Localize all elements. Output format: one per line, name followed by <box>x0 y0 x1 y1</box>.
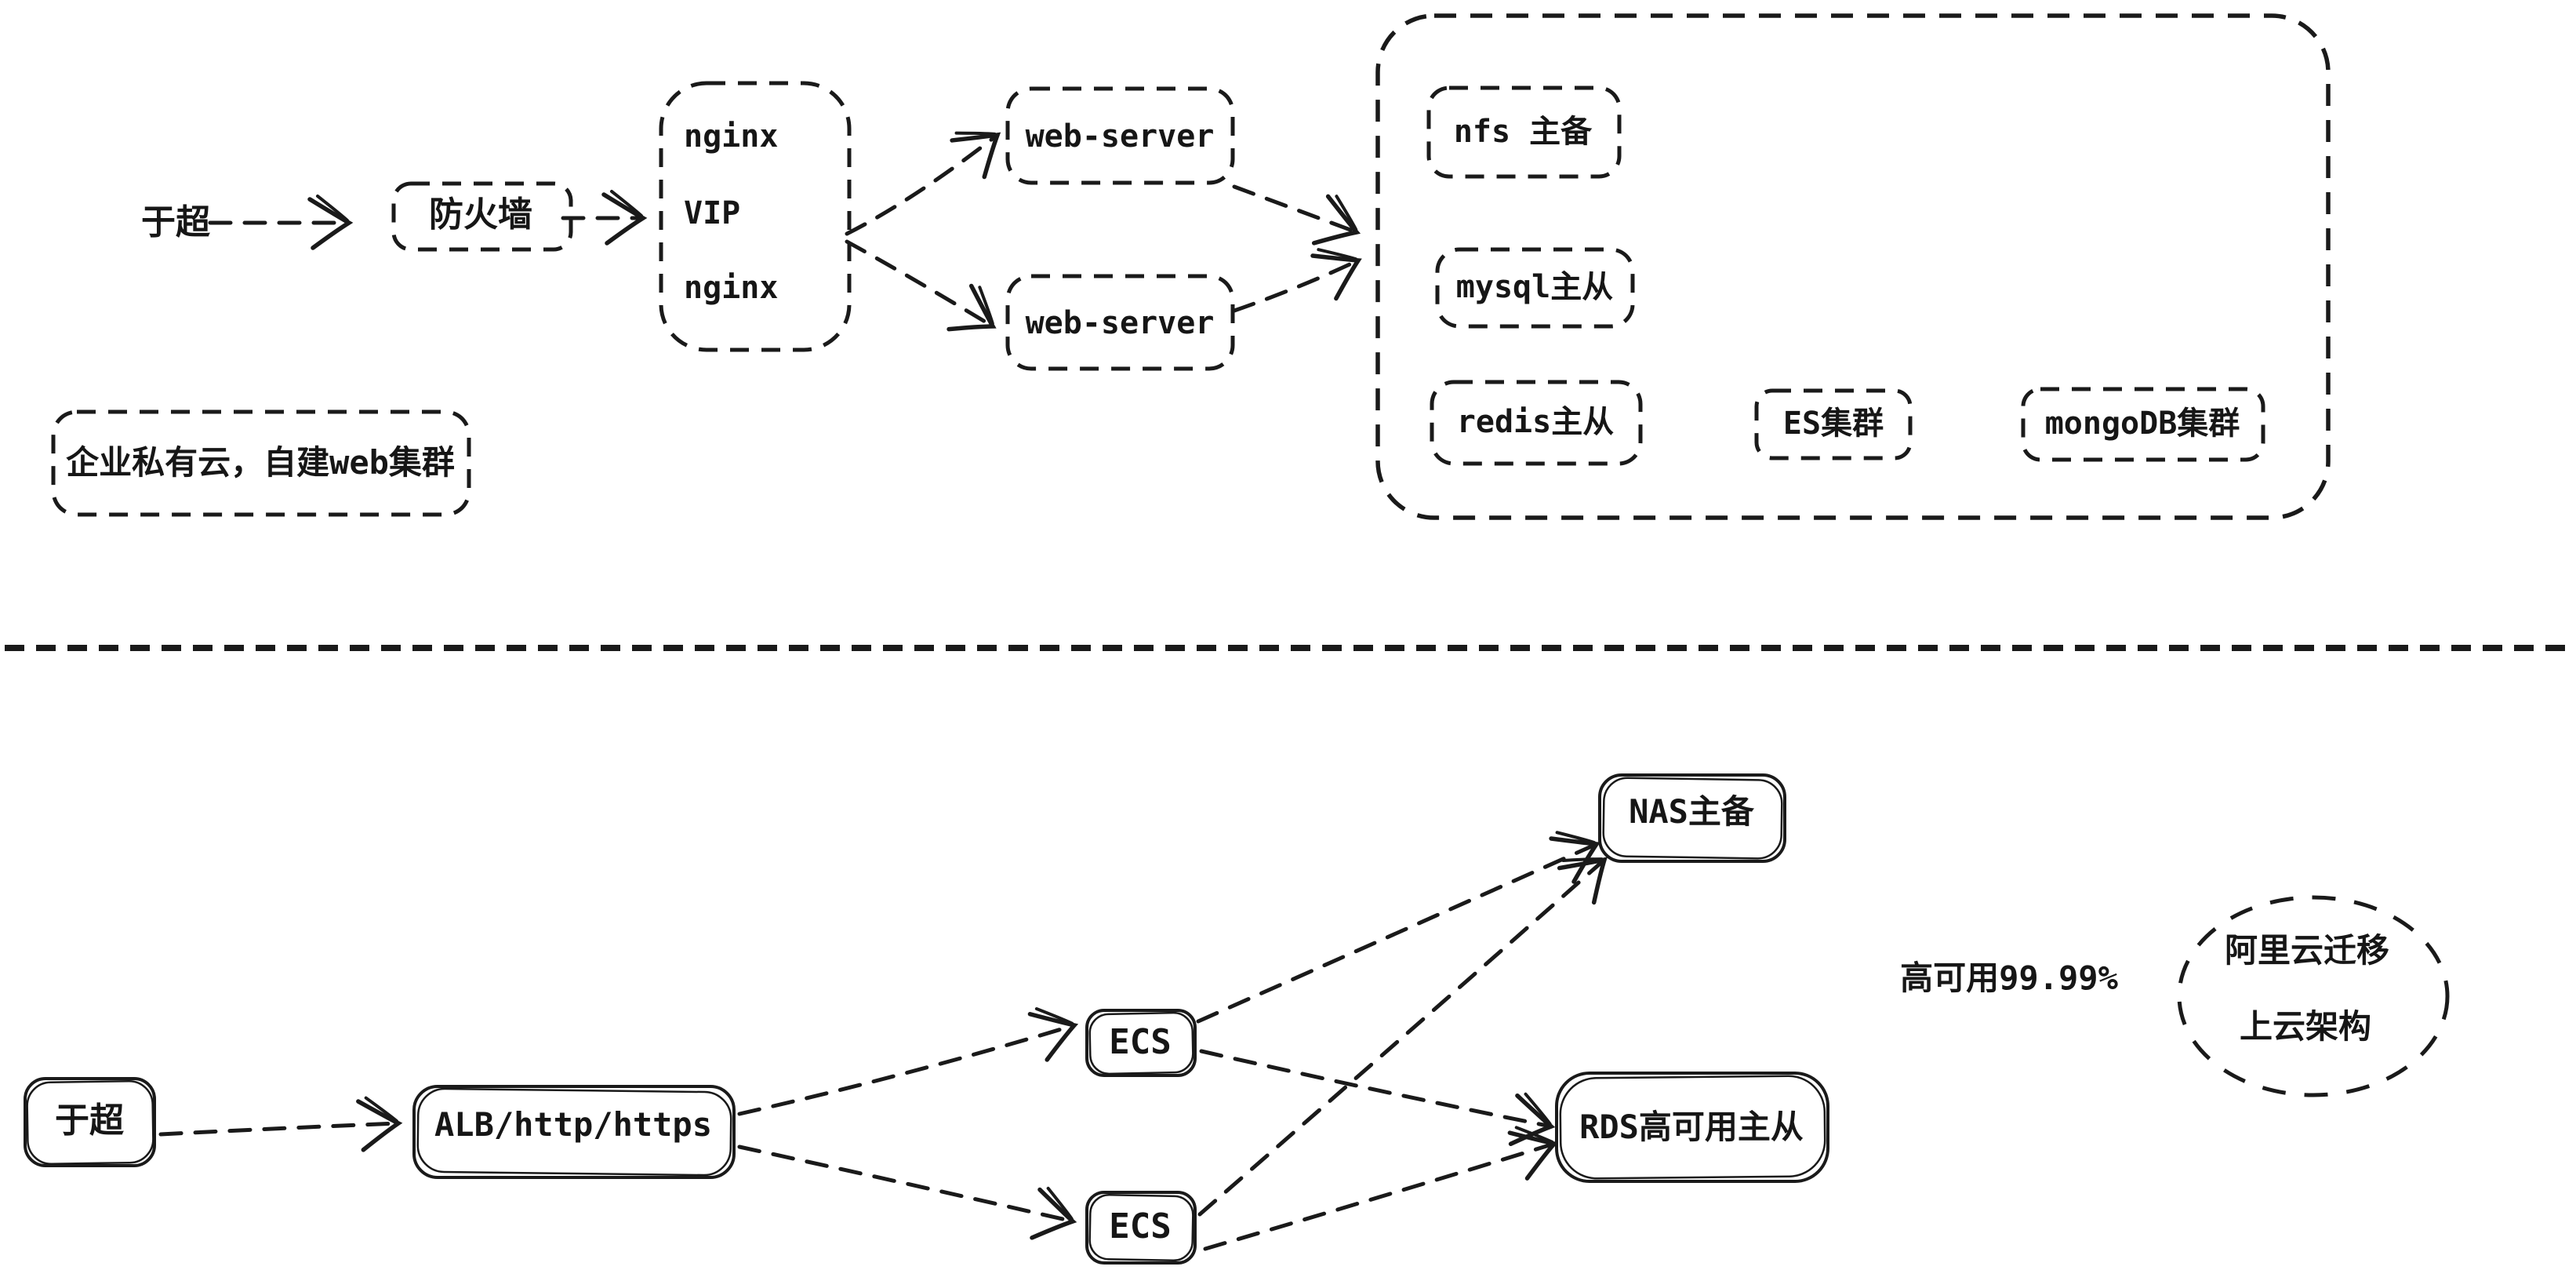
arrow-user-to-alb <box>158 1096 403 1152</box>
backend-cluster-container-outline <box>1375 13 2331 520</box>
nfs-box-outline <box>1426 86 1622 179</box>
mysql-label: mysql主从 <box>1455 269 1614 305</box>
rds-box-echo <box>1559 1075 1826 1180</box>
ecs-2-label: ECS <box>1109 1206 1172 1246</box>
user-top-label: 于超 <box>141 202 210 242</box>
user-bottom-box-outline <box>24 1077 156 1167</box>
firewall-box-outline <box>391 181 573 252</box>
ecs-1-box-outline <box>1085 1009 1197 1077</box>
arrow-alb-to-ecs2 <box>737 1144 1077 1240</box>
sla-note-label: 高可用99.99% <box>1900 959 2118 997</box>
nginx-line-2-label: nginx <box>684 270 779 306</box>
web-server-2-label: web-server <box>1025 305 1215 341</box>
arrow-nginx-to-web2 <box>845 239 997 332</box>
ecs-1-box-echo <box>1088 1011 1194 1075</box>
nas-label: NAS主备 <box>1629 792 1754 831</box>
redis-box-outline <box>1430 380 1643 466</box>
alb-box-outline <box>412 1085 736 1179</box>
alb-box-echo <box>416 1087 732 1177</box>
arrow-web2-to-cluster <box>1232 248 1362 313</box>
nginx-line-1-label: nginx <box>684 118 779 155</box>
es-box-outline <box>1754 388 1913 460</box>
nfs-label: nfs 主备 <box>1453 114 1593 150</box>
user-bottom-label: 于超 <box>55 1101 124 1141</box>
firewall-label: 防火墙 <box>429 195 532 235</box>
nas-box-echo <box>1602 777 1783 860</box>
mongodb-box-outline <box>2021 387 2265 462</box>
nas-box-outline <box>1598 773 1786 863</box>
rds-label: RDS高可用主从 <box>1579 1108 1804 1146</box>
cloud-note-ellipse-outline <box>2177 895 2450 1097</box>
mysql-box-outline <box>1435 247 1635 329</box>
arrow-ecs2-to-rds <box>1203 1126 1559 1251</box>
cloud-note-line1-label: 阿里云迁移 <box>2224 931 2390 970</box>
web-server-2-box-outline <box>1005 274 1235 371</box>
redis-label: redis主从 <box>1456 404 1615 440</box>
arrow-ecs2-to-nas <box>1197 857 1608 1217</box>
web-server-1-label: web-server <box>1025 118 1215 155</box>
vip-label: VIP <box>684 195 741 231</box>
ecs-2-box-echo <box>1088 1193 1194 1262</box>
private-cloud-section-label: 企业私有云，自建web集群 <box>66 443 455 482</box>
arrow-web1-to-cluster <box>1232 184 1361 246</box>
cloud-note-line2-label: 上云架构 <box>2239 1007 2372 1046</box>
nginx-vip-box-outline <box>659 81 852 352</box>
arrow-alb-to-ecs1 <box>737 1007 1079 1116</box>
arrow-ecs1-to-nas <box>1196 831 1600 1024</box>
arrow-ecs1-to-rds <box>1199 1049 1556 1147</box>
mongodb-label: mongoDB集群 <box>2044 406 2240 442</box>
ecs-1-label: ECS <box>1109 1022 1172 1062</box>
es-label: ES集群 <box>1782 406 1884 442</box>
alb-label: ALB/http/https <box>434 1105 713 1144</box>
web-server-1-box-outline <box>1005 86 1235 185</box>
user-bottom-box-echo <box>26 1079 154 1166</box>
ecs-2-box-outline <box>1085 1191 1197 1265</box>
arrow-nginx-to-web1 <box>845 131 1001 236</box>
